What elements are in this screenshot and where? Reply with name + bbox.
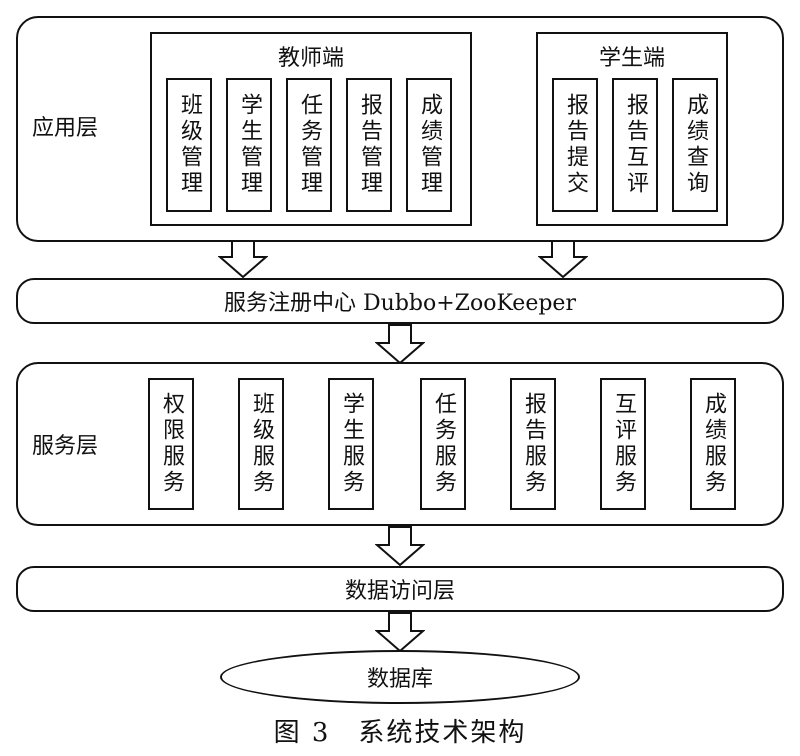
down-arrow-icon bbox=[218, 240, 268, 278]
service-report: 报告服务 bbox=[510, 378, 556, 510]
teacher-module-student-management: 学生管理 bbox=[226, 78, 272, 212]
application-layer-label: 应用层 bbox=[32, 116, 99, 141]
teacher-module-report-management: 报告管理 bbox=[346, 78, 392, 212]
teacher-module-grade-management: 成绩管理 bbox=[406, 78, 452, 212]
data-access-layer-bar: 数据访问层 bbox=[16, 566, 784, 612]
service-layer-label: 服务层 bbox=[32, 434, 99, 459]
service-registry-bar: 服务注册中心 Dubbo+ZooKeeper bbox=[16, 278, 784, 324]
service-task: 任务服务 bbox=[420, 378, 466, 510]
teacher-client-title: 教师端 bbox=[277, 46, 344, 71]
teacher-module-task-management: 任务管理 bbox=[286, 78, 332, 212]
down-arrow-icon bbox=[375, 324, 425, 364]
service-permission: 权限服务 bbox=[148, 378, 194, 510]
down-arrow-icon bbox=[538, 240, 588, 278]
data-access-layer-label: 数据访问层 bbox=[344, 579, 455, 604]
student-module-report-submit: 报告提交 bbox=[552, 78, 598, 212]
service-student: 学生服务 bbox=[328, 378, 374, 510]
service-registry-label: 服务注册中心 Dubbo+ZooKeeper bbox=[224, 291, 576, 316]
teacher-module-class-management: 班级管理 bbox=[166, 78, 212, 212]
student-module-peer-review: 报告互评 bbox=[612, 78, 658, 212]
student-module-grade-query: 成绩查询 bbox=[672, 78, 718, 212]
database-ellipse: 数据库 bbox=[220, 650, 580, 704]
service-layer-box bbox=[16, 362, 784, 526]
service-peer-review: 互评服务 bbox=[600, 378, 646, 510]
down-arrow-icon bbox=[375, 612, 425, 652]
database-label: 数据库 bbox=[366, 667, 433, 692]
figure-caption: 图 3 系统技术架构 bbox=[273, 718, 527, 748]
service-class: 班级服务 bbox=[238, 378, 284, 510]
service-grade: 成绩服务 bbox=[690, 378, 736, 510]
student-client-title: 学生端 bbox=[598, 46, 665, 71]
down-arrow-icon bbox=[375, 526, 425, 566]
